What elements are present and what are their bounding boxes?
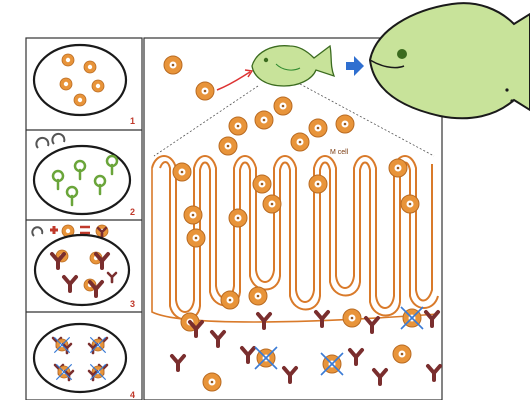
panel-column (26, 38, 142, 400)
panel-4-number: 4 (130, 390, 135, 400)
panel-3-number: 3 (130, 299, 135, 309)
panel-1-number: 1 (130, 116, 135, 126)
panel-2-number: 2 (130, 207, 135, 217)
m-cell-label: M cell (330, 149, 349, 156)
